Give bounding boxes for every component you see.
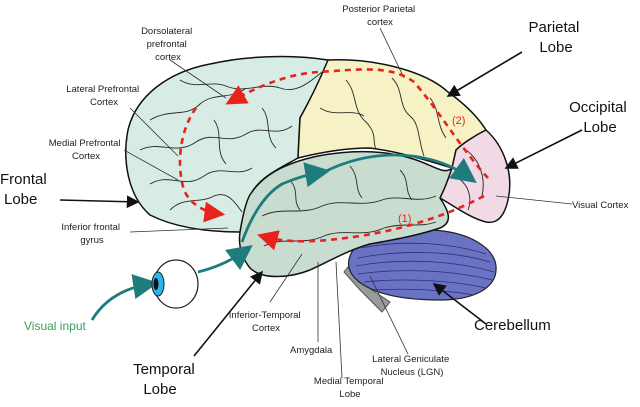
label-visual-cortex: Visual Cortex	[572, 200, 629, 211]
label-occipital-lobe: Occipital Lobe	[569, 99, 631, 136]
label-parietal-lobe: Parietal Lobe	[528, 19, 583, 56]
label-dlpfc-line3: cortex	[155, 52, 181, 63]
label-amygdala: Amygdala	[290, 345, 333, 356]
parietal-lobe-pointer	[446, 51, 523, 97]
label-frontal-lobe-line1: Frontal	[0, 171, 47, 188]
teal-arrow-to-frontal	[240, 162, 331, 243]
eye-icon	[151, 259, 199, 309]
frontal-pathway-arrow	[178, 107, 226, 223]
label-temporal-lobe-line2: Lobe	[143, 381, 176, 398]
label-parietal-lobe-line1: Parietal	[528, 19, 579, 36]
label-cerebellum: Cerebellum	[474, 317, 551, 334]
label-lpfc-line2: Cortex	[90, 97, 118, 108]
label-mtl: Medial Temporal Lobe	[314, 376, 386, 400]
label-occipital-lobe-line2: Lobe	[583, 119, 616, 136]
ventral-pathway-marker: (1)	[398, 213, 411, 225]
frontal-lobe-pointer	[59, 195, 140, 209]
cerebellum-folia	[355, 242, 495, 296]
temporal-lobe-pointer	[193, 270, 264, 357]
label-ifg-line1: Inferior frontal	[61, 222, 120, 233]
label-lpfc-line1: Lateral Prefrontal	[66, 84, 139, 95]
label-mtl-line1: Medial Temporal	[314, 376, 384, 387]
label-lpfc: Lateral Prefrontal Cortex	[66, 84, 142, 108]
label-ppc-line2: cortex	[367, 17, 393, 28]
label-ppc: Posterior Parietal cortex	[342, 4, 418, 28]
label-ifg: Inferior frontal gyrus	[61, 222, 122, 246]
label-lgn: Lateral Geniculate Nucleus (LGN)	[372, 354, 452, 378]
occipital-lobe-pointer	[504, 129, 583, 169]
label-lgn-line2: Nucleus (LGN)	[381, 367, 444, 378]
label-ppc-line1: Posterior Parietal	[342, 4, 415, 15]
label-frontal-lobe: Frontal Lobe	[0, 171, 51, 208]
label-mpfc-line2: Cortex	[72, 151, 100, 162]
label-mpfc: Medial Prefrontal Cortex	[49, 138, 123, 162]
label-dlpfc: Dorsolateral prefrontal cortex	[141, 26, 195, 63]
ventral-pathway-arrow	[256, 194, 485, 251]
teal-arrow-eye-to-temporal	[197, 244, 253, 274]
label-dlpfc-line1: Dorsolateral	[141, 26, 192, 37]
label-parietal-lobe-line2: Lobe	[539, 39, 572, 56]
label-frontal-lobe-line2: Lobe	[4, 191, 37, 208]
teal-arrow-to-occipital	[309, 153, 477, 183]
cerebellum-pointer	[432, 283, 487, 325]
label-occipital-lobe-line1: Occipital	[569, 99, 627, 116]
leader-lines	[123, 27, 573, 379]
teal-arrow-visual-input	[90, 274, 159, 321]
dorsal-pathway-arrow	[225, 68, 489, 179]
label-mtl-line2: Lobe	[339, 389, 360, 400]
label-mpfc-line1: Medial Prefrontal	[49, 138, 121, 149]
label-ifg-line2: gyrus	[80, 235, 103, 246]
label-it-cortex-line1: Inferior-Temporal	[229, 310, 301, 321]
label-lgn-line1: Lateral Geniculate	[372, 354, 449, 365]
label-it-cortex-line2: Cortex	[252, 323, 280, 334]
label-dlpfc-line2: prefrontal	[147, 39, 187, 50]
dorsal-pathway-marker: (2)	[452, 115, 465, 127]
label-temporal-lobe-line1: Temporal	[133, 361, 195, 378]
label-visual-input: Visual input	[24, 319, 86, 333]
label-temporal-lobe: Temporal Lobe	[133, 361, 199, 398]
label-it-cortex: Inferior-Temporal Cortex	[229, 310, 303, 334]
